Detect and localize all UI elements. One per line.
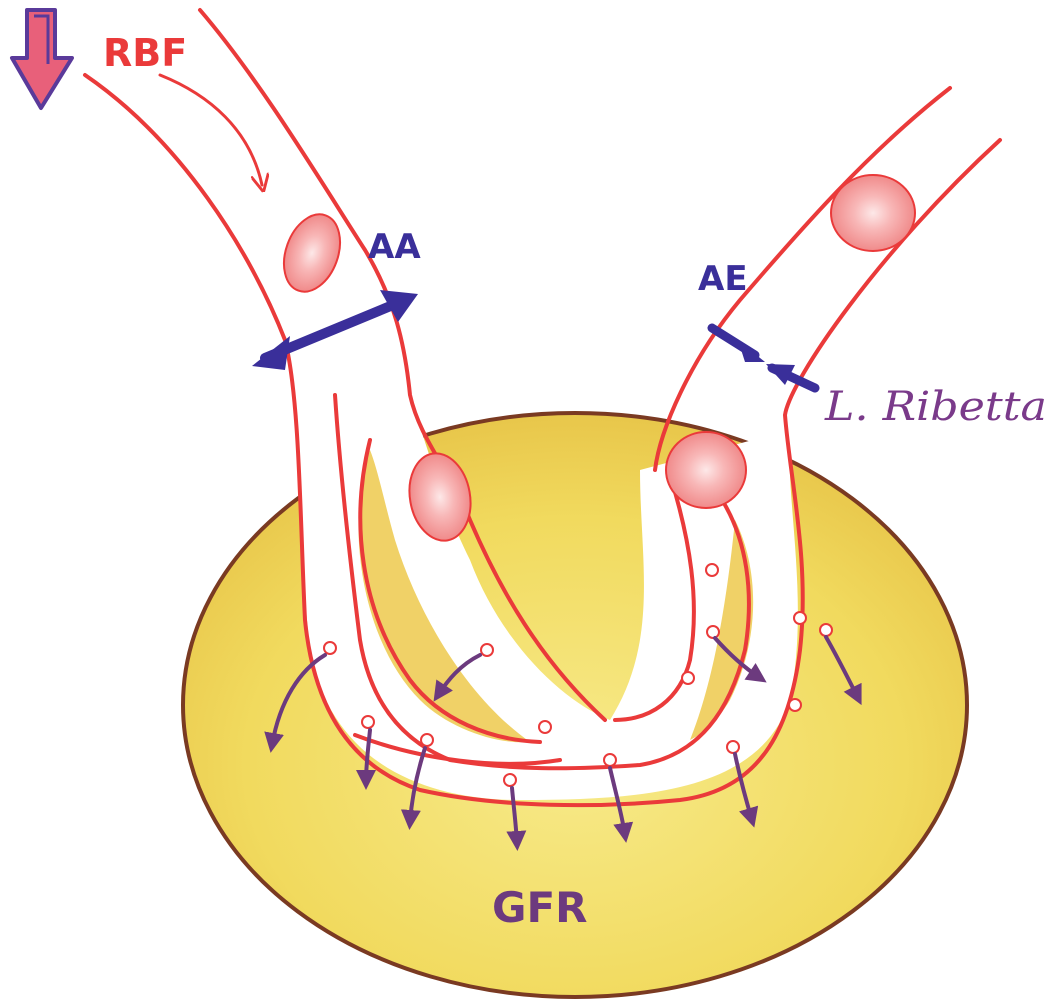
red-blood-cell (666, 432, 746, 508)
down-arrow-icon (12, 10, 72, 108)
red-blood-cell (274, 207, 350, 300)
author-signature: L. Ribetta (824, 384, 1047, 430)
double-arrow-icon (712, 328, 815, 388)
rbf-label: RBF (103, 31, 187, 75)
flow-direction-arrow (160, 75, 262, 185)
ae-label: AE (698, 259, 748, 299)
gfr-label: GFR (492, 883, 588, 932)
aa-label: AA (368, 227, 421, 267)
double-arrow-icon (252, 290, 418, 370)
red-blood-cell (831, 175, 915, 251)
